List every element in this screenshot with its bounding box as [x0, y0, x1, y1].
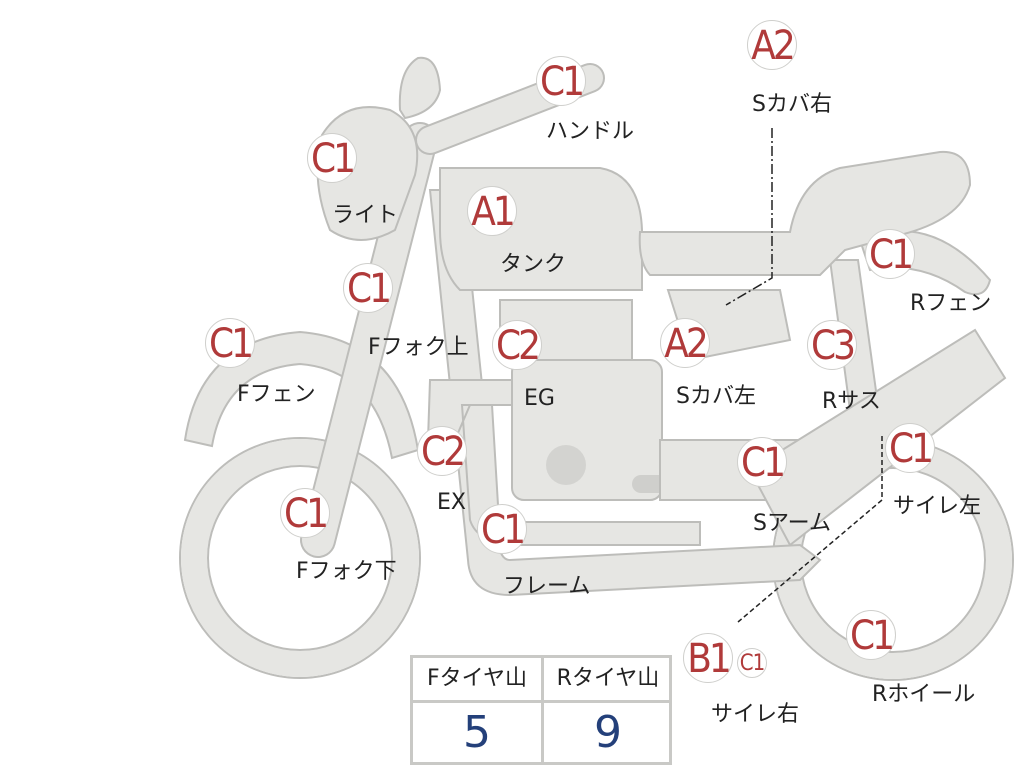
label-light: ライト [332, 203, 399, 228]
label-rear-wheel: Rホイール [872, 682, 976, 707]
grade-muffler-left: C1 [885, 423, 935, 473]
grade-frame: C1 [477, 504, 527, 554]
front-tire-tread-value: 5 [463, 707, 491, 758]
label-rear-suspension: Rサス [822, 389, 881, 414]
leader-line-s-cover-right [725, 128, 773, 306]
grade-front-fork-lower: C1 [280, 488, 330, 538]
seat-shape [638, 150, 972, 276]
grade-handle: C1 [536, 56, 586, 106]
grade-muffler-right: B1 [683, 633, 733, 683]
mirror-shape [398, 56, 442, 120]
label-s-cover-left: Sカバ左 [676, 384, 756, 409]
grade-s-cover-left: A2 [660, 318, 710, 368]
label-swing-arm: Sアーム [753, 511, 831, 536]
label-s-cover-right: Sカバ右 [752, 92, 832, 117]
label-muffler-right: サイレ右 [711, 702, 800, 727]
label-tank: タンク [500, 252, 567, 277]
grade-exhaust: C2 [417, 426, 467, 476]
grade-engine: C2 [492, 320, 542, 370]
grade-light: C1 [307, 133, 357, 183]
grade-rear-suspension: C3 [807, 320, 857, 370]
tire-tread-table: Fタイヤ山 Rタイヤ山 5 9 [410, 655, 672, 765]
muffler-shape [748, 328, 1007, 547]
label-engine: EG [524, 386, 555, 411]
grade-muffler-right-secondary: C1 [737, 648, 767, 678]
grade-front-fender: C1 [205, 318, 255, 368]
grade-rear-wheel: C1 [846, 610, 896, 660]
label-front-fork-lower: Fフォク下 [296, 559, 397, 584]
label-exhaust: EX [437, 490, 466, 515]
label-muffler-left: サイレ左 [893, 494, 982, 519]
grade-s-cover-right: A2 [747, 20, 797, 70]
rear-tire-tread-header: Rタイヤ山 [556, 666, 660, 691]
label-handle: ハンドル [546, 119, 635, 144]
grade-front-fork-upper: C1 [343, 263, 393, 313]
label-front-fender: Fフェン [237, 382, 316, 407]
label-front-fork-upper: Fフォク上 [368, 335, 469, 360]
label-rear-fender: Rフェン [910, 291, 992, 316]
grade-swing-arm: C1 [737, 437, 787, 487]
rear-tire-tread-value: 9 [594, 707, 622, 758]
label-frame: フレーム [503, 574, 591, 599]
front-wheel-shape [179, 437, 421, 679]
grade-rear-fender: C1 [865, 229, 915, 279]
grade-tank: A1 [467, 186, 517, 236]
front-tire-tread-header: Fタイヤ山 [427, 666, 527, 691]
leader-line-muffler-right [737, 436, 883, 623]
